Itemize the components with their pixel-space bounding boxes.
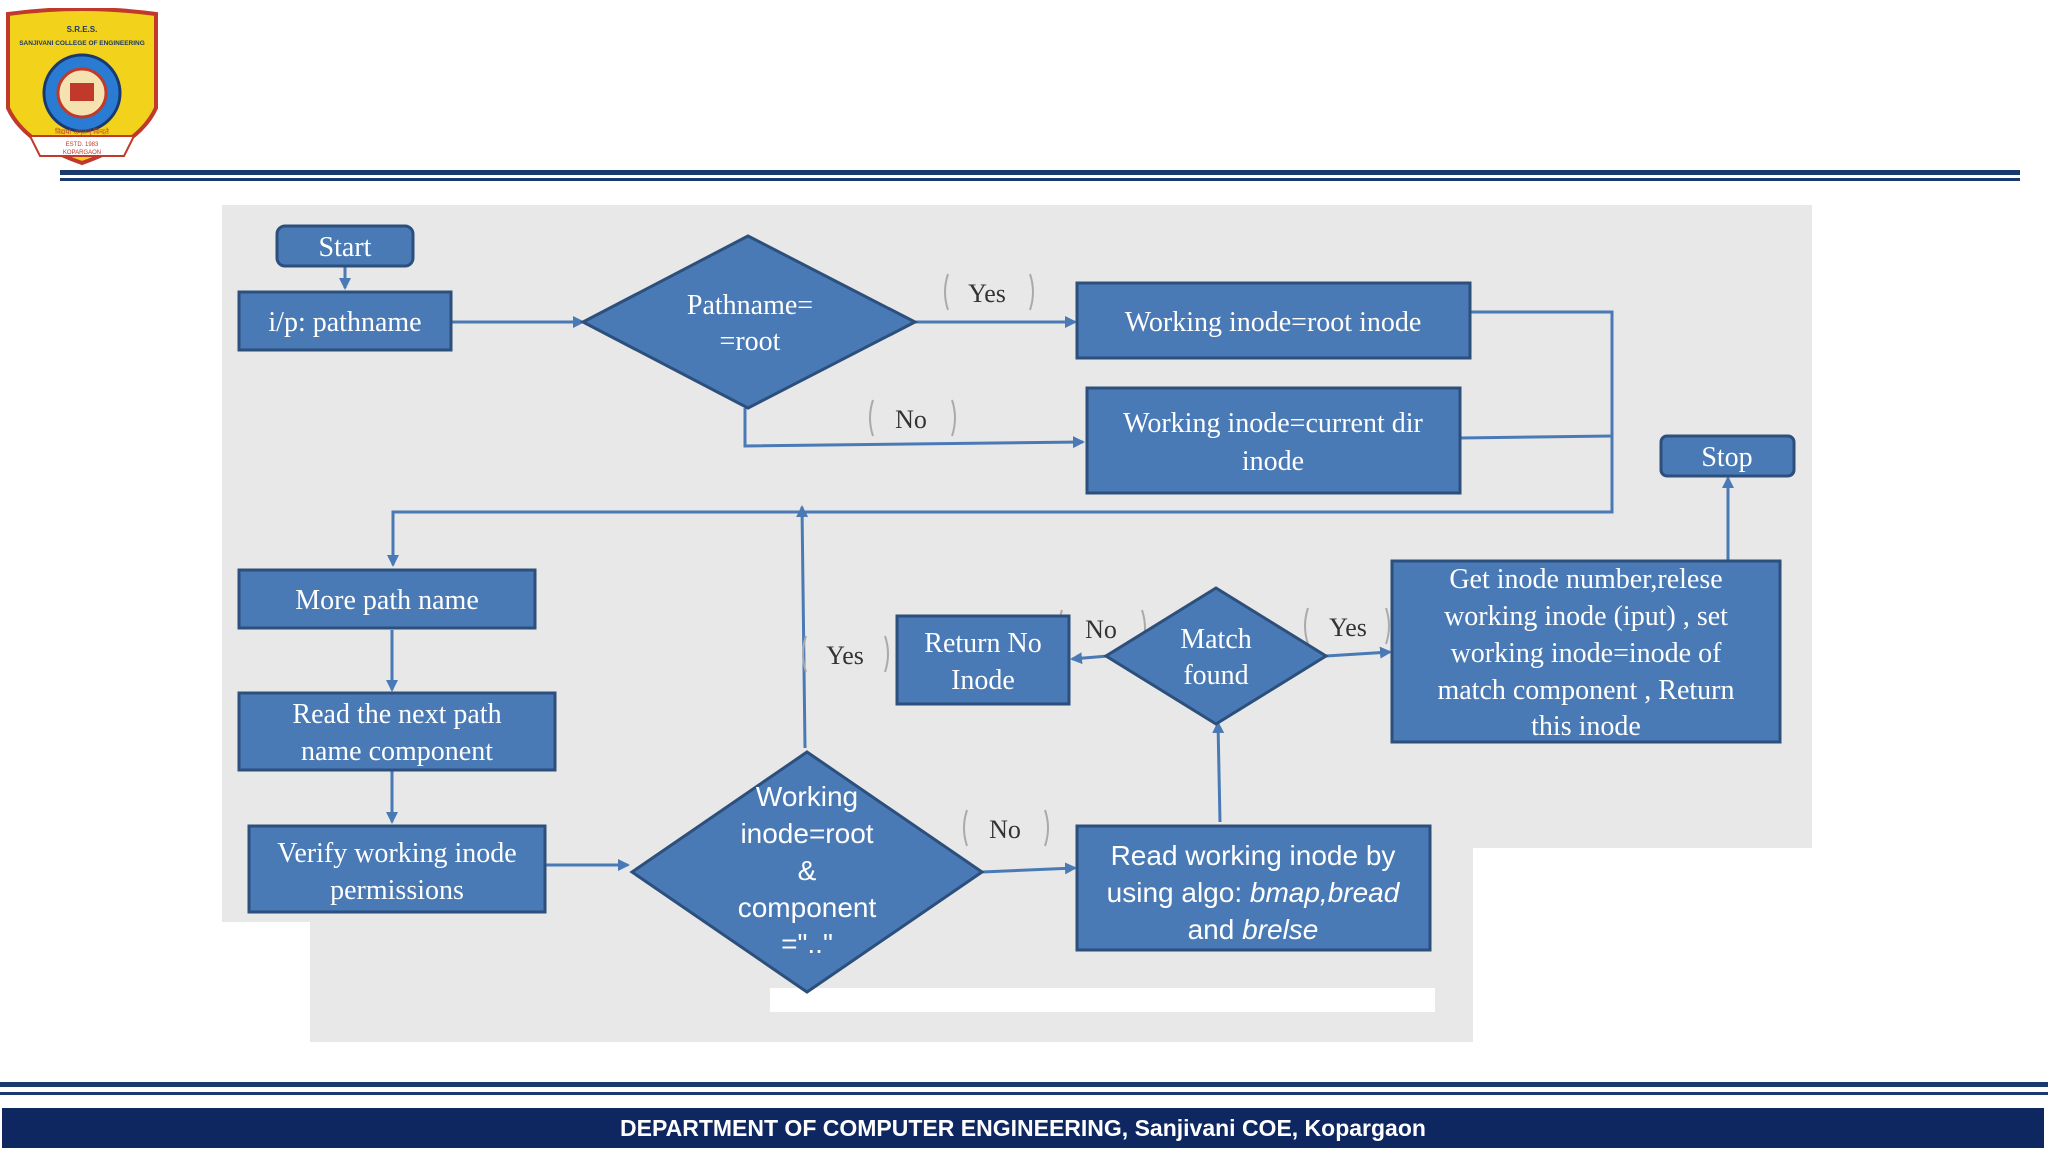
edge-yes-up xyxy=(796,505,809,749)
svg-text:using algo: bmap,bread: using algo: bmap,bread xyxy=(1107,877,1401,908)
svg-text:Working: Working xyxy=(756,781,858,812)
node-read-inode: Read working inode by using algo: bmap,b… xyxy=(1075,824,1432,952)
node-return-no: Return No Inode xyxy=(895,614,1071,706)
svg-text:inode: inode xyxy=(1242,446,1304,477)
svg-text:Yes: Yes xyxy=(826,641,864,670)
logo-estd: ESTD. 1983 xyxy=(66,142,99,148)
node-read-next: Read the next path name component xyxy=(237,691,557,772)
node-stop: Stop xyxy=(1659,434,1796,478)
svg-text:Read the next path: Read the next path xyxy=(292,699,501,730)
label-no-1: No xyxy=(869,399,956,437)
svg-text:Working inode=current dir: Working inode=current dir xyxy=(1123,408,1423,439)
svg-text:and brelse: and brelse xyxy=(1188,914,1319,945)
footer-text: DEPARTMENT OF COMPUTER ENGINEERING, Sanj… xyxy=(620,1114,1426,1141)
node-decision-root: Pathname= =root xyxy=(579,234,919,410)
edge-yes-get xyxy=(1325,646,1392,659)
college-logo: S.R.E.S. SANJIVANI COLLEGE OF ENGINEERIN… xyxy=(6,8,158,166)
svg-text:=root: =root xyxy=(720,326,781,357)
svg-text:inode=root: inode=root xyxy=(740,818,873,849)
edge-loop-back xyxy=(387,310,1614,567)
svg-text:permissions: permissions xyxy=(330,875,464,906)
svg-text:i/p: pathname: i/p: pathname xyxy=(268,307,421,338)
svg-text:No: No xyxy=(989,815,1021,844)
node-get-inode: Get inode number,relese working inode (i… xyxy=(1390,559,1782,744)
svg-text:="..": =".." xyxy=(781,928,833,959)
svg-text:Return No: Return No xyxy=(924,628,1041,659)
node-more-path: More path name xyxy=(237,568,537,630)
svg-text:working inode (iput) , set: working inode (iput) , set xyxy=(1444,601,1728,632)
logo-top-text: S.R.E.S. xyxy=(67,25,98,34)
edge-no-return xyxy=(1070,652,1109,665)
node-match: Match found xyxy=(1103,586,1329,726)
logo-college-text: SANJIVANI COLLEGE OF ENGINEERING xyxy=(19,40,145,47)
svg-text:More path name: More path name xyxy=(295,585,479,616)
svg-text:Yes: Yes xyxy=(1329,613,1367,642)
svg-text:found: found xyxy=(1183,660,1248,691)
edge-no-current xyxy=(743,408,1085,449)
label-yes-2: Yes xyxy=(802,635,889,673)
svg-text:Start: Start xyxy=(319,232,372,263)
header-rule-bottom xyxy=(60,178,2020,181)
node-start: Start xyxy=(275,224,415,268)
label-no-2: No xyxy=(963,809,1049,847)
svg-text:this inode: this inode xyxy=(1531,711,1641,742)
footer-bar: DEPARTMENT OF COMPUTER ENGINEERING, Sanj… xyxy=(2,1108,2044,1148)
svg-text:Yes: Yes xyxy=(968,279,1006,308)
node-working-root: Working inode=root inode xyxy=(1075,281,1472,360)
edge-read-match xyxy=(1212,721,1225,823)
node-verify: Verify working inode permissions xyxy=(247,824,547,914)
node-input: i/p: pathname xyxy=(237,290,453,352)
label-yes-1: Yes xyxy=(944,273,1034,311)
svg-text:working inode=inode of: working inode=inode of xyxy=(1451,638,1723,669)
svg-text:No: No xyxy=(895,405,927,434)
logo-motto: विद्यया अमृतम् विन्दते xyxy=(55,127,110,136)
svg-text:Match: Match xyxy=(1180,624,1252,655)
footer-rule-bottom xyxy=(0,1092,2048,1095)
svg-text:Pathname=: Pathname= xyxy=(687,290,813,321)
node-working-current: Working inode=current dir inode xyxy=(1085,386,1462,495)
svg-text:Read working inode by: Read working inode by xyxy=(1111,840,1396,871)
edge-current-join xyxy=(1459,434,1613,440)
svg-text:Stop: Stop xyxy=(1701,442,1752,473)
label-yes-3: Yes xyxy=(1304,607,1390,645)
svg-text:No: No xyxy=(1085,615,1117,644)
svg-text:Verify working inode: Verify working inode xyxy=(277,838,517,869)
svg-text:Get inode number,relese: Get inode number,relese xyxy=(1449,564,1722,595)
edge-no-read xyxy=(981,862,1077,875)
node-decision-component: Working inode=root & component =".." xyxy=(629,750,985,994)
header-rule-top xyxy=(60,170,2020,175)
svg-text:&: & xyxy=(798,855,817,886)
logo-place: KOPARGAON xyxy=(63,150,101,156)
svg-text:Inode: Inode xyxy=(951,665,1015,696)
svg-text:name component: name component xyxy=(301,736,493,767)
svg-text:match component , Return: match component , Return xyxy=(1437,675,1734,706)
svg-text:Working inode=root inode: Working inode=root inode xyxy=(1125,307,1422,338)
footer-rule-top xyxy=(0,1082,2048,1087)
svg-text:component: component xyxy=(738,892,877,923)
